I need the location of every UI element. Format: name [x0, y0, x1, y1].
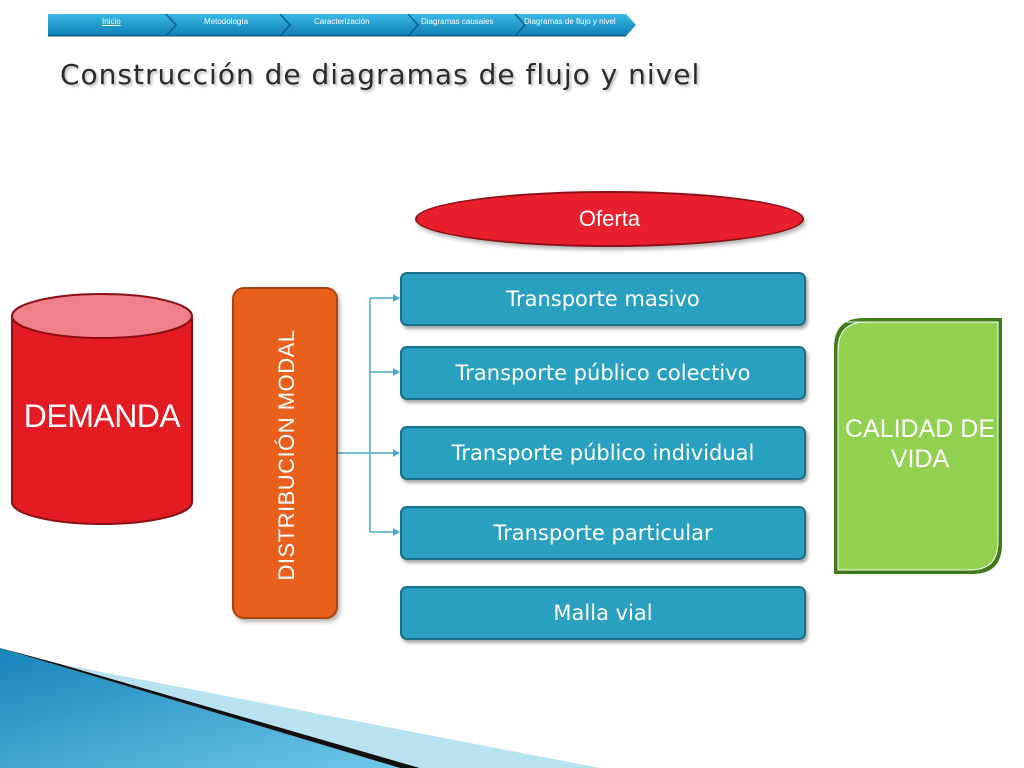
- calidad-shape: [834, 318, 1002, 574]
- box-malla-vial: Malla vial: [400, 586, 806, 640]
- box-transporte-publico-individual: Transporte público individual: [400, 426, 806, 480]
- demanda-label: DEMANDA: [23, 398, 181, 434]
- distribucion-modal-box: DISTRIBUCIÓN MODAL: [232, 287, 338, 619]
- oferta-ellipse: Oferta: [415, 191, 804, 247]
- cylinder-shape: [11, 293, 193, 525]
- calidad-label: CALIDAD DE VIDA: [844, 415, 996, 473]
- calidad-de-vida-shape: CALIDAD DE VIDA: [832, 316, 1004, 576]
- box-transporte-publico-colectivo: Transporte público colectivo: [400, 346, 806, 400]
- breadcrumb-background: [48, 13, 636, 37]
- nav-item-caracterizacion[interactable]: Caracterización: [314, 17, 370, 26]
- box-transporte-particular: Transporte particular: [400, 506, 806, 560]
- demanda-cylinder: DEMANDA: [10, 292, 194, 528]
- oferta-label: Oferta: [578, 206, 641, 231]
- nav-item-diagramas-flujo-nivel[interactable]: Diagramas de flujo y nivel: [524, 17, 616, 26]
- page-title: Construcción de diagramas de flujo y niv…: [60, 58, 701, 91]
- nav-item-metodologia[interactable]: Metodología: [204, 17, 249, 26]
- nav-item-inicio[interactable]: Inicio: [102, 17, 121, 26]
- nav-item-diagramas-causales[interactable]: Diagramas causales: [421, 17, 494, 26]
- box-transporte-masivo: Transporte masivo: [400, 272, 806, 326]
- breadcrumb-nav: Inicio Metodología Caracterización Diagr…: [48, 12, 638, 38]
